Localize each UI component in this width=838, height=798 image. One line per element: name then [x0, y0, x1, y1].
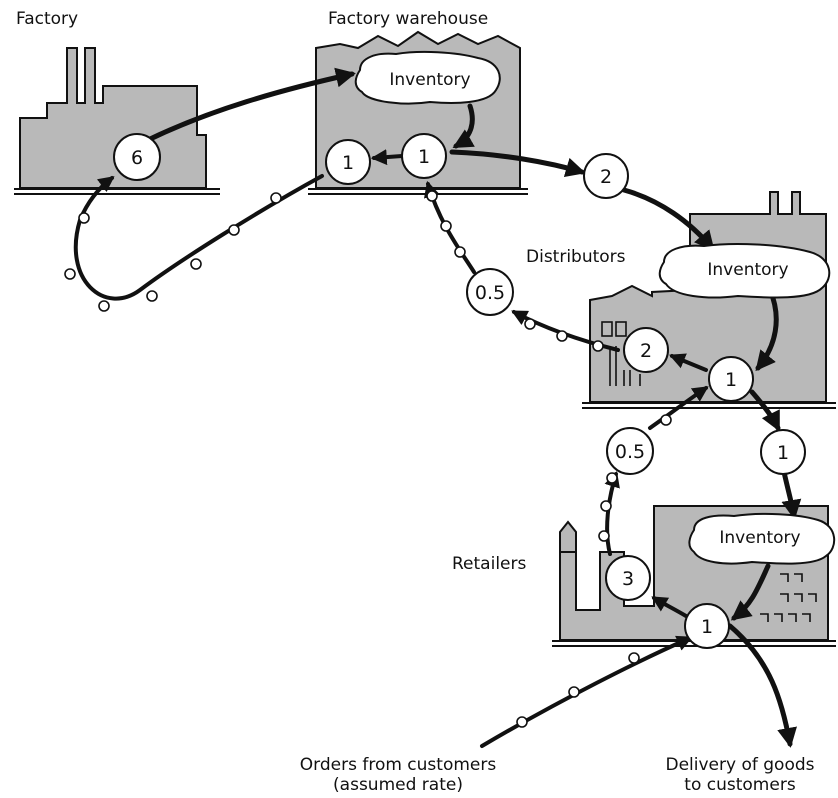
delay-warehouse-shipping: 1	[401, 133, 447, 179]
flow-distributor-to-transit	[749, 389, 781, 432]
order-warehouse-to-factory	[73, 174, 324, 301]
factory-label: Factory	[16, 9, 78, 29]
orders-label-line2: (assumed rate)	[333, 775, 463, 795]
flow-retailer-inventory-to-shipping	[730, 563, 771, 621]
flow-transit-to-distributor-inventory	[621, 187, 715, 252]
order-warehouse-internal	[370, 149, 404, 166]
svg-text:3: 3	[622, 568, 634, 590]
order-customers-to-retailer	[480, 635, 693, 748]
distributors-windows-icon	[601, 321, 641, 386]
svg-text:1: 1	[777, 442, 789, 464]
orders-label-line1: Orders from customers	[300, 755, 497, 775]
flow-delivery-to-customers	[727, 623, 797, 748]
svg-text:6: 6	[131, 147, 143, 169]
delay-retailer-order-processing: 3	[605, 555, 651, 601]
order-distributor-internal	[669, 353, 708, 372]
svg-text:1: 1	[725, 369, 737, 391]
delay-retailer-shipping: 1	[684, 603, 730, 649]
svg-text:Inventory: Inventory	[389, 70, 470, 90]
distributors-inventory: Inventory	[658, 243, 831, 299]
order-retailer-internal	[651, 596, 688, 618]
svg-text:Inventory: Inventory	[707, 260, 788, 280]
retailers-windows-icon	[760, 573, 817, 622]
order-mail-to-distributor	[648, 386, 709, 430]
delay-transit-to-distributors: 2	[583, 153, 629, 199]
svg-text:1: 1	[342, 152, 354, 174]
svg-text:2: 2	[640, 340, 652, 362]
warehouse-label: Factory warehouse	[328, 9, 488, 29]
svg-text:0.5: 0.5	[615, 441, 645, 463]
delay-warehouse-order-processing: 1	[325, 139, 371, 185]
retailers-inventory: Inventory	[688, 512, 836, 565]
delivery-label-line1: Delivery of goods	[666, 755, 815, 775]
flow-transit-to-retailer-inventory	[781, 469, 802, 520]
svg-text:2: 2	[600, 166, 612, 188]
flow-warehouse-to-transit	[449, 149, 586, 178]
delay-distributor-order-processing: 2	[623, 327, 669, 373]
flow-warehouse-inventory-to-shipping	[452, 103, 475, 149]
svg-text:1: 1	[701, 616, 713, 638]
delay-transit-to-retailers: 1	[760, 429, 806, 475]
delay-retailer-order-mail: 0.5	[606, 427, 654, 475]
delay-distributor-order-mail: 0.5	[466, 268, 514, 316]
delay-distributor-shipping: 1	[708, 356, 754, 402]
flow-factory-to-warehouse-inventory	[145, 67, 356, 143]
order-flow-dots	[64, 190, 672, 728]
delay-factory-production: 6	[113, 133, 161, 181]
svg-text:1: 1	[418, 146, 430, 168]
svg-text:0.5: 0.5	[475, 282, 505, 304]
svg-text:Inventory: Inventory	[719, 528, 800, 548]
distributors-label: Distributors	[526, 247, 626, 267]
delivery-label-line2: to customers	[684, 775, 796, 795]
retailers-label: Retailers	[452, 554, 526, 574]
order-retailer-to-mail	[604, 470, 620, 556]
warehouse-inventory: Inventory	[354, 50, 501, 105]
